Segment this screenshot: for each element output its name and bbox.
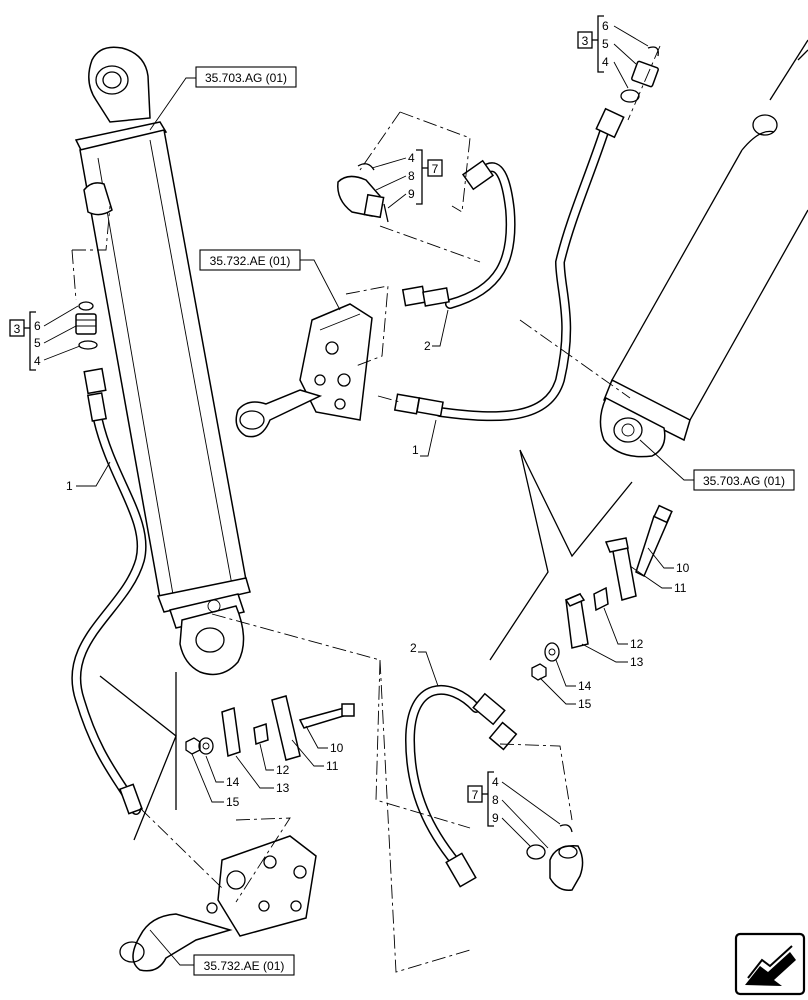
- kit-top-center-item-3: 9: [408, 187, 415, 201]
- svg-text:14: 14: [226, 775, 240, 789]
- svg-text:12: 12: [276, 763, 290, 777]
- kit-top-center: 7 4 8 9: [371, 149, 443, 209]
- svg-text:12: 12: [630, 637, 644, 651]
- next-page-arrow-icon[interactable]: [734, 932, 806, 996]
- fittings-top-right-kit: [620, 46, 659, 103]
- svg-text:2: 2: [410, 641, 417, 655]
- callout-hose2-bottom: 2: [410, 641, 439, 687]
- clamp-assembly-right: [531, 504, 673, 681]
- callout-hose1-left: 1: [66, 461, 111, 493]
- ref-cyl-right-label: 35.703.AG (01): [703, 474, 785, 488]
- hose-2-bottom: [404, 684, 518, 888]
- bottom-valve-block: [119, 835, 317, 972]
- callout-clamp-right: 10 11 12 13 14 15: [539, 547, 690, 711]
- svg-text:11: 11: [674, 581, 687, 595]
- callout-hose1-right: 1: [412, 419, 437, 457]
- callout-clamp-left: 10 11 12 13 14 15: [191, 725, 344, 809]
- kit-bottom-right: 7 4 8 9: [467, 771, 561, 849]
- svg-text:10: 10: [330, 741, 344, 755]
- kit-bottom-right-item-2: 8: [492, 793, 499, 807]
- kit-left-box: 3: [14, 322, 21, 336]
- svg-text:14: 14: [578, 679, 592, 693]
- kit-top-right-item-3: 4: [602, 55, 609, 69]
- kit-bottom-right-box: 7: [472, 788, 479, 802]
- svg-text:13: 13: [630, 655, 644, 669]
- kit-top-right-item-1: 6: [602, 19, 609, 33]
- kit-top-right-item-2: 5: [602, 37, 609, 51]
- kit-left: 3 6 5 4: [9, 305, 81, 371]
- fittings-bottom-right-kit: [526, 824, 584, 891]
- ref-cyl-left-label: 35.703.AG (01): [205, 71, 287, 85]
- kit-top-right: 3 6 5 4: [577, 15, 649, 89]
- top-valve-block: [235, 303, 373, 438]
- ref-valve-top-label: 35.732.AE (01): [210, 254, 291, 268]
- ref-box-valve-top[interactable]: 35.732.AE (01): [199, 249, 341, 311]
- svg-text:2: 2: [424, 339, 431, 353]
- hose-1-left: [71, 367, 147, 815]
- svg-text:15: 15: [578, 697, 592, 711]
- svg-text:15: 15: [226, 795, 240, 809]
- left-cylinder: [74, 46, 251, 676]
- ref-box-valve-bottom[interactable]: 35.732.AE (01): [149, 929, 295, 976]
- kit-top-center-item-2: 8: [408, 169, 415, 183]
- kit-left-item-3: 4: [34, 354, 41, 368]
- fittings-left-kit: [75, 301, 98, 350]
- ref-valve-bottom-label: 35.732.AE (01): [204, 959, 285, 973]
- ref-box-cyl-left[interactable]: 35.703.AG (01): [149, 66, 297, 131]
- kit-left-item-1: 6: [34, 319, 41, 333]
- kit-bottom-right-item-3: 9: [492, 811, 499, 825]
- svg-text:10: 10: [676, 561, 690, 575]
- center-lines: [71, 45, 661, 973]
- kit-bottom-right-item-1: 4: [492, 775, 499, 789]
- callout-hose2-top: 2: [424, 309, 449, 353]
- svg-text:11: 11: [326, 759, 339, 773]
- kit-top-center-box: 7: [432, 162, 439, 176]
- kit-left-item-2: 5: [34, 336, 41, 350]
- fittings-top-center-kit: [337, 163, 389, 223]
- svg-text:1: 1: [66, 479, 73, 493]
- kit-top-center-item-1: 4: [408, 151, 415, 165]
- hose-1-right: [393, 107, 625, 422]
- hose-2-top: [401, 159, 516, 309]
- detail-pointers: [99, 449, 633, 841]
- clamp-assembly-left: [185, 695, 355, 761]
- ref-box-cyl-right[interactable]: 35.703.AG (01): [639, 439, 795, 491]
- svg-text:1: 1: [412, 443, 419, 457]
- kit-top-right-box: 3: [582, 34, 589, 48]
- svg-text:13: 13: [276, 781, 290, 795]
